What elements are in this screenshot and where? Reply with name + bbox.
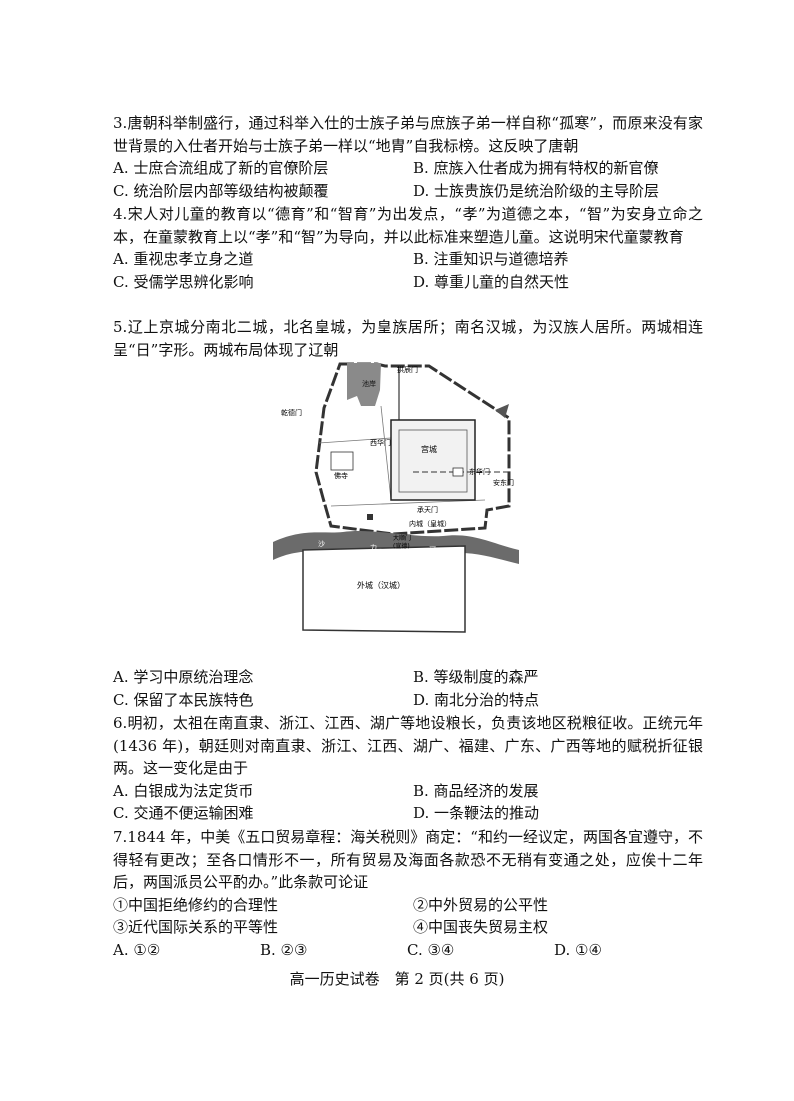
option-c[interactable]: C. 受儒学思辨化影响	[113, 272, 254, 291]
option-b[interactable]: B. 注重知识与道德培养	[413, 250, 569, 269]
temple-building	[330, 451, 354, 471]
statements: ①中国拒绝修约的合理性 ②中外贸易的公平性 ③近代国际关系的平等性 ④中国丧失贸…	[113, 894, 703, 939]
question-stem: 7.1844 年，中美《五口贸易章程：海关税则》商定：“和约一经议定，两国各宜遵…	[113, 828, 703, 892]
option-d[interactable]: D. 士族贵族仍是统治阶级的主导阶层	[413, 181, 660, 200]
option-b[interactable]: B. ②③	[260, 940, 308, 959]
label-pond: 池岸	[362, 379, 376, 388]
label-temple: 佛寺	[334, 471, 348, 480]
label-south-gate: 大顺门	[393, 534, 411, 542]
direction-arrow	[495, 404, 509, 418]
question-7: 7.1844 年，中美《五口贸易章程：海关税则》商定：“和约一经议定，两国各宜遵…	[113, 826, 703, 962]
option-a[interactable]: A. 白银成为法定货币	[113, 781, 254, 800]
question-5-options: A. 学习中原统治理念 B. 等级制度的森严 C. 保留了本民族特色 D. 南北…	[113, 666, 703, 711]
option-c[interactable]: C. 统治阶层内部等级结构被颠覆	[113, 181, 329, 200]
option-a[interactable]: A. 学习中原统治理念	[113, 668, 254, 686]
question-stem: 3.唐朝科举制盛行，通过科举入仕的士族子弟与庶族子弟一样自称“孤寒”，而原来没有…	[113, 114, 703, 155]
option-d[interactable]: D. 南北分治的特点	[413, 690, 540, 709]
statement-3: ③近代国际关系的平等性	[113, 918, 279, 937]
option-b[interactable]: B. 等级制度的森严	[413, 668, 539, 686]
palace-inner-wall	[398, 429, 468, 493]
question-stem: 6.明初，太祖在南直隶、浙江、江西、湖广等地设粮长，负责该地区税粮征收。正统元年…	[113, 714, 703, 778]
option-a[interactable]: A. 士庶合流组成了新的官僚阶层	[113, 159, 329, 178]
palace-wall	[390, 419, 476, 501]
east-gate-structure	[452, 467, 464, 477]
label-river-2: 力	[370, 543, 377, 552]
label-river-1: 沙	[318, 540, 325, 548]
option-c[interactable]: C. 交通不便运输困难	[113, 804, 254, 823]
options: A. 重视忠孝立身之道 B. 注重知识与道德培养 C. 受儒学思辨化影响 D. …	[113, 248, 703, 293]
option-d[interactable]: D. 尊重儿童的自然天性	[413, 272, 570, 291]
label-west-gate-inner: 西华门	[370, 438, 391, 447]
question-stem: 4.宋人对儿童的教育以“德育”和“智育”为出发点，“孝”为道德之本，“智”为安身…	[113, 205, 703, 246]
options: A. 士庶合流组成了新的官僚阶层 B. 庶族入仕者成为拥有特权的新官僚 C. 统…	[113, 157, 703, 202]
label-north-gate: 拱辰门	[397, 365, 418, 374]
statement-4: ④中国丧失贸易主权	[413, 918, 549, 937]
option-d[interactable]: D. ①④	[554, 940, 602, 959]
option-d[interactable]: D. 一条鞭法的推动	[413, 804, 540, 823]
south-road	[330, 499, 486, 507]
label-south-gate-sub: (宣德)	[393, 542, 410, 550]
inner-road	[380, 405, 392, 501]
label-west-gate-outer: 乾德门	[281, 408, 302, 417]
label-east-gate-inner: 东华门	[469, 467, 490, 476]
question-4: 4.宋人对儿童的教育以“德育”和“智育”为出发点，“孝”为道德之本，“智”为安身…	[113, 203, 703, 293]
label-outer-city: 外城（汉城）	[357, 580, 405, 590]
west-road	[318, 437, 392, 444]
liao-shangjing-map: 池岸 拱辰门 乾德门 西华门 宫城 东华门 安东门 佛寺 承天门 内城（皇城） …	[273, 362, 519, 633]
question-3: 3.唐朝科举制盛行，通过科举入仕的士族子弟与庶族子弟一样自称“孤寒”，而原来没有…	[113, 112, 703, 202]
label-chengtian-gate: 承天门	[417, 505, 438, 514]
label-river-3: 河	[429, 546, 436, 554]
question-6: 6.明初，太祖在南直隶、浙江、江西、湖广等地设粮长，负责该地区税粮征收。正统元年…	[113, 712, 703, 825]
label-inner-city: 内城（皇城）	[409, 519, 451, 528]
options: A. 学习中原统治理念 B. 等级制度的森严 C. 保留了本民族特色 D. 南北…	[113, 666, 703, 711]
options: A. 白银成为法定货币 B. 商品经济的发展 C. 交通不便运输困难 D. 一条…	[113, 780, 703, 825]
label-palace: 宫城	[421, 444, 437, 454]
option-c[interactable]: C. 保留了本民族特色	[113, 690, 254, 709]
pond-area	[347, 363, 381, 406]
option-a[interactable]: A. ①②	[113, 940, 161, 959]
options: A. ①② B. ②③ C. ③④ D. ①④	[113, 939, 703, 962]
page-footer: 高一历史试卷 第 2 页(共 6 页)	[289, 970, 505, 988]
question-stem: 5.辽上京城分南北二城，北名皇城，为皇族居所；南名汉城，为汉族人居所。两城相连呈…	[113, 318, 703, 359]
option-b[interactable]: B. 庶族入仕者成为拥有特权的新官僚	[413, 159, 659, 178]
option-c[interactable]: C. ③④	[407, 940, 455, 959]
statement-1: ①中国拒绝修约的合理性	[113, 895, 279, 914]
option-b[interactable]: B. 商品经济的发展	[413, 781, 539, 800]
question-5: 5.辽上京城分南北二城，北名皇城，为皇族居所；南名汉城，为汉族人居所。两城相连呈…	[113, 316, 703, 361]
statement-2: ②中外贸易的公平性	[413, 895, 549, 914]
label-east-gate-outer: 安东门	[493, 478, 514, 487]
small-building	[367, 514, 373, 520]
south-city-wall	[302, 545, 466, 633]
option-a[interactable]: A. 重视忠孝立身之道	[113, 250, 254, 269]
